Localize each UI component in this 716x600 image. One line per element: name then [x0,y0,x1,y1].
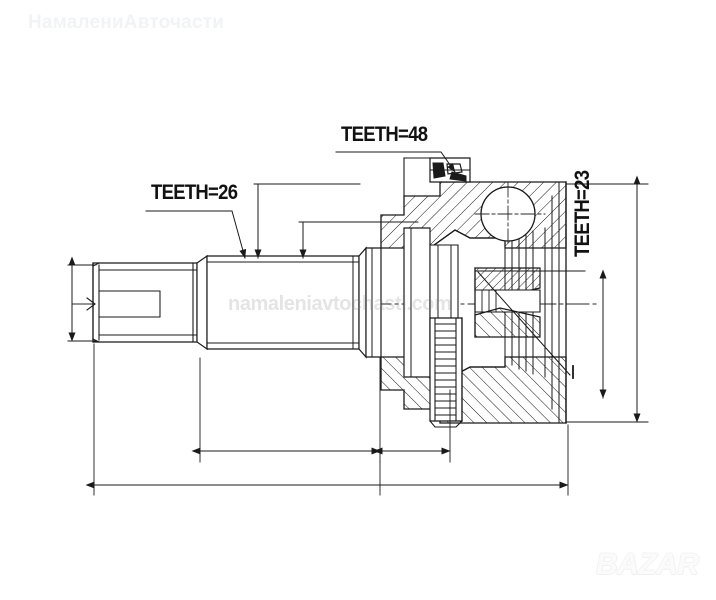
dim-joint-length [373,389,451,463]
shaft-body [196,246,382,359]
leader-teeth-26 [145,210,247,259]
splined-shaft [86,262,198,343]
dim-housing-height [565,175,649,423]
watermark-site-name: НамалениАвточасти [28,12,225,33]
watermark-bazar-logo: BAZAR [596,548,699,581]
abs-tone-ring [429,317,463,428]
watermark-center-url: namaleniavtochasti.com [228,293,452,315]
dim-shaft-end-diameter [67,256,97,342]
dim-overall-length [85,343,569,496]
label-teeth-outer: TEETH=48 [341,123,428,146]
label-teeth-shaft: TEETH=26 [151,181,238,204]
dim-housing-diameter [298,221,419,259]
label-teeth-inner: TEETH=23 [571,170,594,257]
dim-shaft-diameter [253,183,361,259]
leader-teeth-48 [335,151,456,173]
ball-bearing [474,182,546,246]
inner-race [403,227,541,378]
dim-shaft-length [191,357,381,463]
leader-teeth-23 [475,270,586,379]
